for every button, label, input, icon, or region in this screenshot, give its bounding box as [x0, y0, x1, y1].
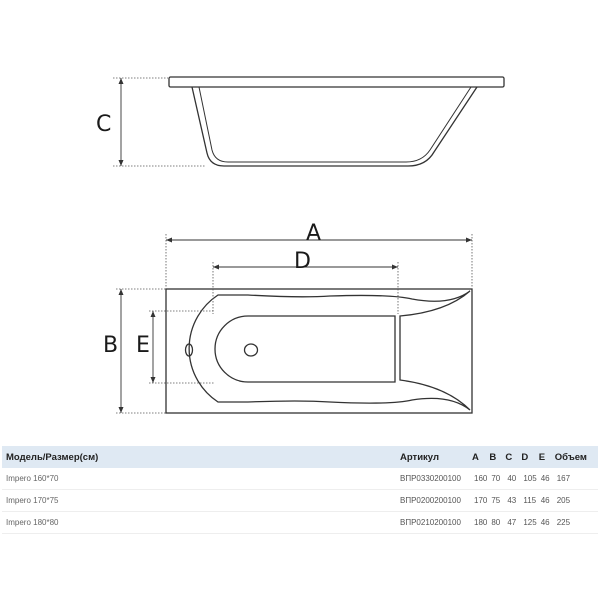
spec-table-header: Модель/Размер(см) Артикул A B C D E Объе… — [2, 446, 598, 468]
cell-c: 43 — [503, 489, 520, 512]
label-e: E — [136, 333, 150, 358]
plan-view — [165, 288, 473, 414]
table-row: Impero 180*80 ВПР0210200100 180 80 47 12… — [2, 511, 598, 534]
cell-b: 80 — [487, 511, 504, 534]
header-a: A — [470, 446, 488, 468]
cell-a: 180 — [470, 511, 488, 534]
tub-outline-top — [165, 288, 473, 414]
dimension-a — [165, 234, 473, 288]
dimension-e — [149, 310, 214, 384]
side-view — [168, 76, 505, 167]
cell-b: 75 — [487, 489, 504, 512]
cell-d: 125 — [519, 511, 537, 534]
cell-model: Impero 180*80 — [2, 511, 396, 534]
cell-b: 70 — [487, 468, 504, 490]
table-row: Impero 170*75 ВПР0200200100 170 75 43 11… — [2, 489, 598, 512]
cell-e: 46 — [536, 489, 553, 512]
label-c: C — [96, 112, 111, 137]
cell-volume: 225 — [552, 511, 598, 534]
tub-rim-side — [168, 76, 505, 88]
cell-article: ВПР0210200100 — [396, 511, 470, 534]
cell-model: Impero 170*75 — [2, 489, 396, 512]
spec-table: Модель/Размер(см) Артикул A B C D E Объе… — [2, 446, 598, 534]
header-volume: Объем — [552, 446, 598, 468]
cell-a: 170 — [470, 489, 488, 512]
cell-c: 47 — [503, 511, 520, 534]
cell-volume: 205 — [552, 489, 598, 512]
table-row: Impero 160*70 ВПР0330200100 160 70 40 10… — [2, 468, 598, 490]
tub-inner-contour — [198, 86, 472, 163]
cell-e: 46 — [536, 511, 553, 534]
cell-d: 105 — [519, 468, 537, 490]
tub-bowl-outline — [188, 290, 471, 411]
cell-article: ВПР0200200100 — [396, 489, 470, 512]
header-e: E — [536, 446, 553, 468]
header-b: B — [487, 446, 504, 468]
cell-article: ВПР0330200100 — [396, 468, 470, 490]
dimension-c — [113, 77, 206, 167]
label-a: A — [306, 221, 321, 246]
dimension-d — [212, 262, 399, 314]
cell-c: 40 — [503, 468, 520, 490]
header-d: D — [519, 446, 537, 468]
tub-body-side — [191, 86, 478, 167]
cell-e: 46 — [536, 468, 553, 490]
cell-model: Impero 160*70 — [2, 468, 396, 490]
label-d: D — [294, 249, 311, 274]
overflow-hole — [184, 343, 194, 357]
drain-hole — [243, 343, 259, 357]
bathtub-technical-drawing: C A D B E — [96, 76, 505, 414]
header-c: C — [503, 446, 520, 468]
header-article: Артикул — [396, 446, 470, 468]
tub-bottom-outline — [214, 315, 396, 383]
header-model: Модель/Размер(см) — [2, 446, 396, 468]
dimension-b — [116, 288, 166, 414]
cell-a: 160 — [470, 468, 488, 490]
cell-d: 115 — [519, 489, 537, 512]
label-b: B — [103, 333, 118, 358]
cell-volume: 167 — [552, 468, 598, 490]
